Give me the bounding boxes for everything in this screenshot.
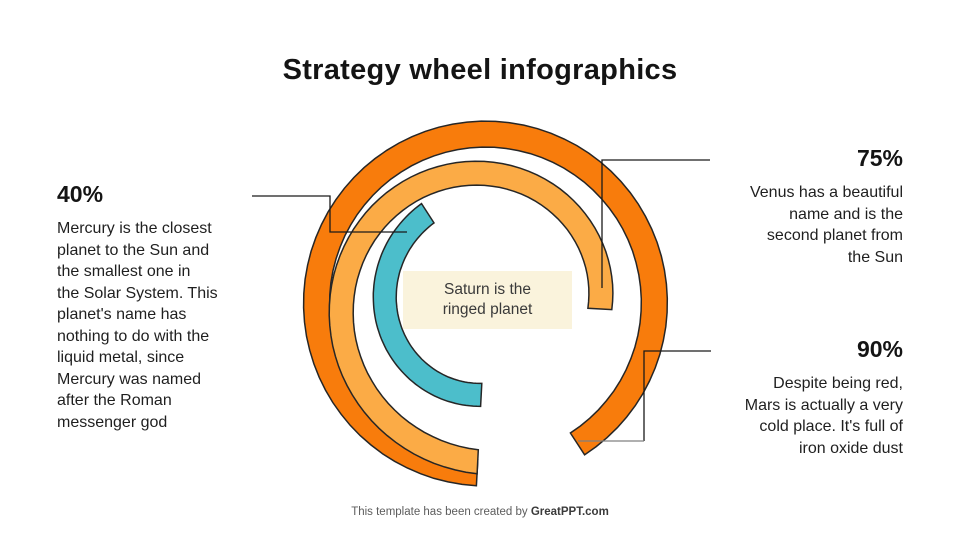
mercury-description: Mercury is the closest planet to the Sun… <box>57 220 218 431</box>
center-label-box: Saturn is the ringed planet <box>403 271 572 329</box>
mars-description: Despite being red, Mars is actually a ve… <box>744 375 903 457</box>
arc-venus <box>328 160 614 475</box>
connector-mercury <box>252 195 407 233</box>
mercury-percent-label: 40% <box>57 181 104 207</box>
arc-mars <box>302 120 669 487</box>
wheel-arcs <box>302 120 669 487</box>
footer-credit-text: This template has been created by <box>351 506 531 518</box>
connector-venus <box>601 159 710 288</box>
page-title: Strategy wheel infographics <box>282 54 678 86</box>
callout-mercury: 40% Mercury is the closest planet to the… <box>57 181 257 433</box>
footer-credit: This template has been created by GreatP… <box>0 506 960 518</box>
callout-venus: 75% Venus has a beautiful name and is th… <box>671 145 903 268</box>
venus-percent-label: 75% <box>856 145 903 171</box>
mars-percent-label: 90% <box>856 336 903 362</box>
connector-mars <box>643 350 711 441</box>
footer-brand: GreatPPT.com <box>530 506 609 518</box>
venus-description: Venus has a beautiful name and is the se… <box>749 184 903 266</box>
callout-mars: 90% Despite being red, Mars is actually … <box>671 336 903 459</box>
arc-mercury <box>372 202 483 408</box>
